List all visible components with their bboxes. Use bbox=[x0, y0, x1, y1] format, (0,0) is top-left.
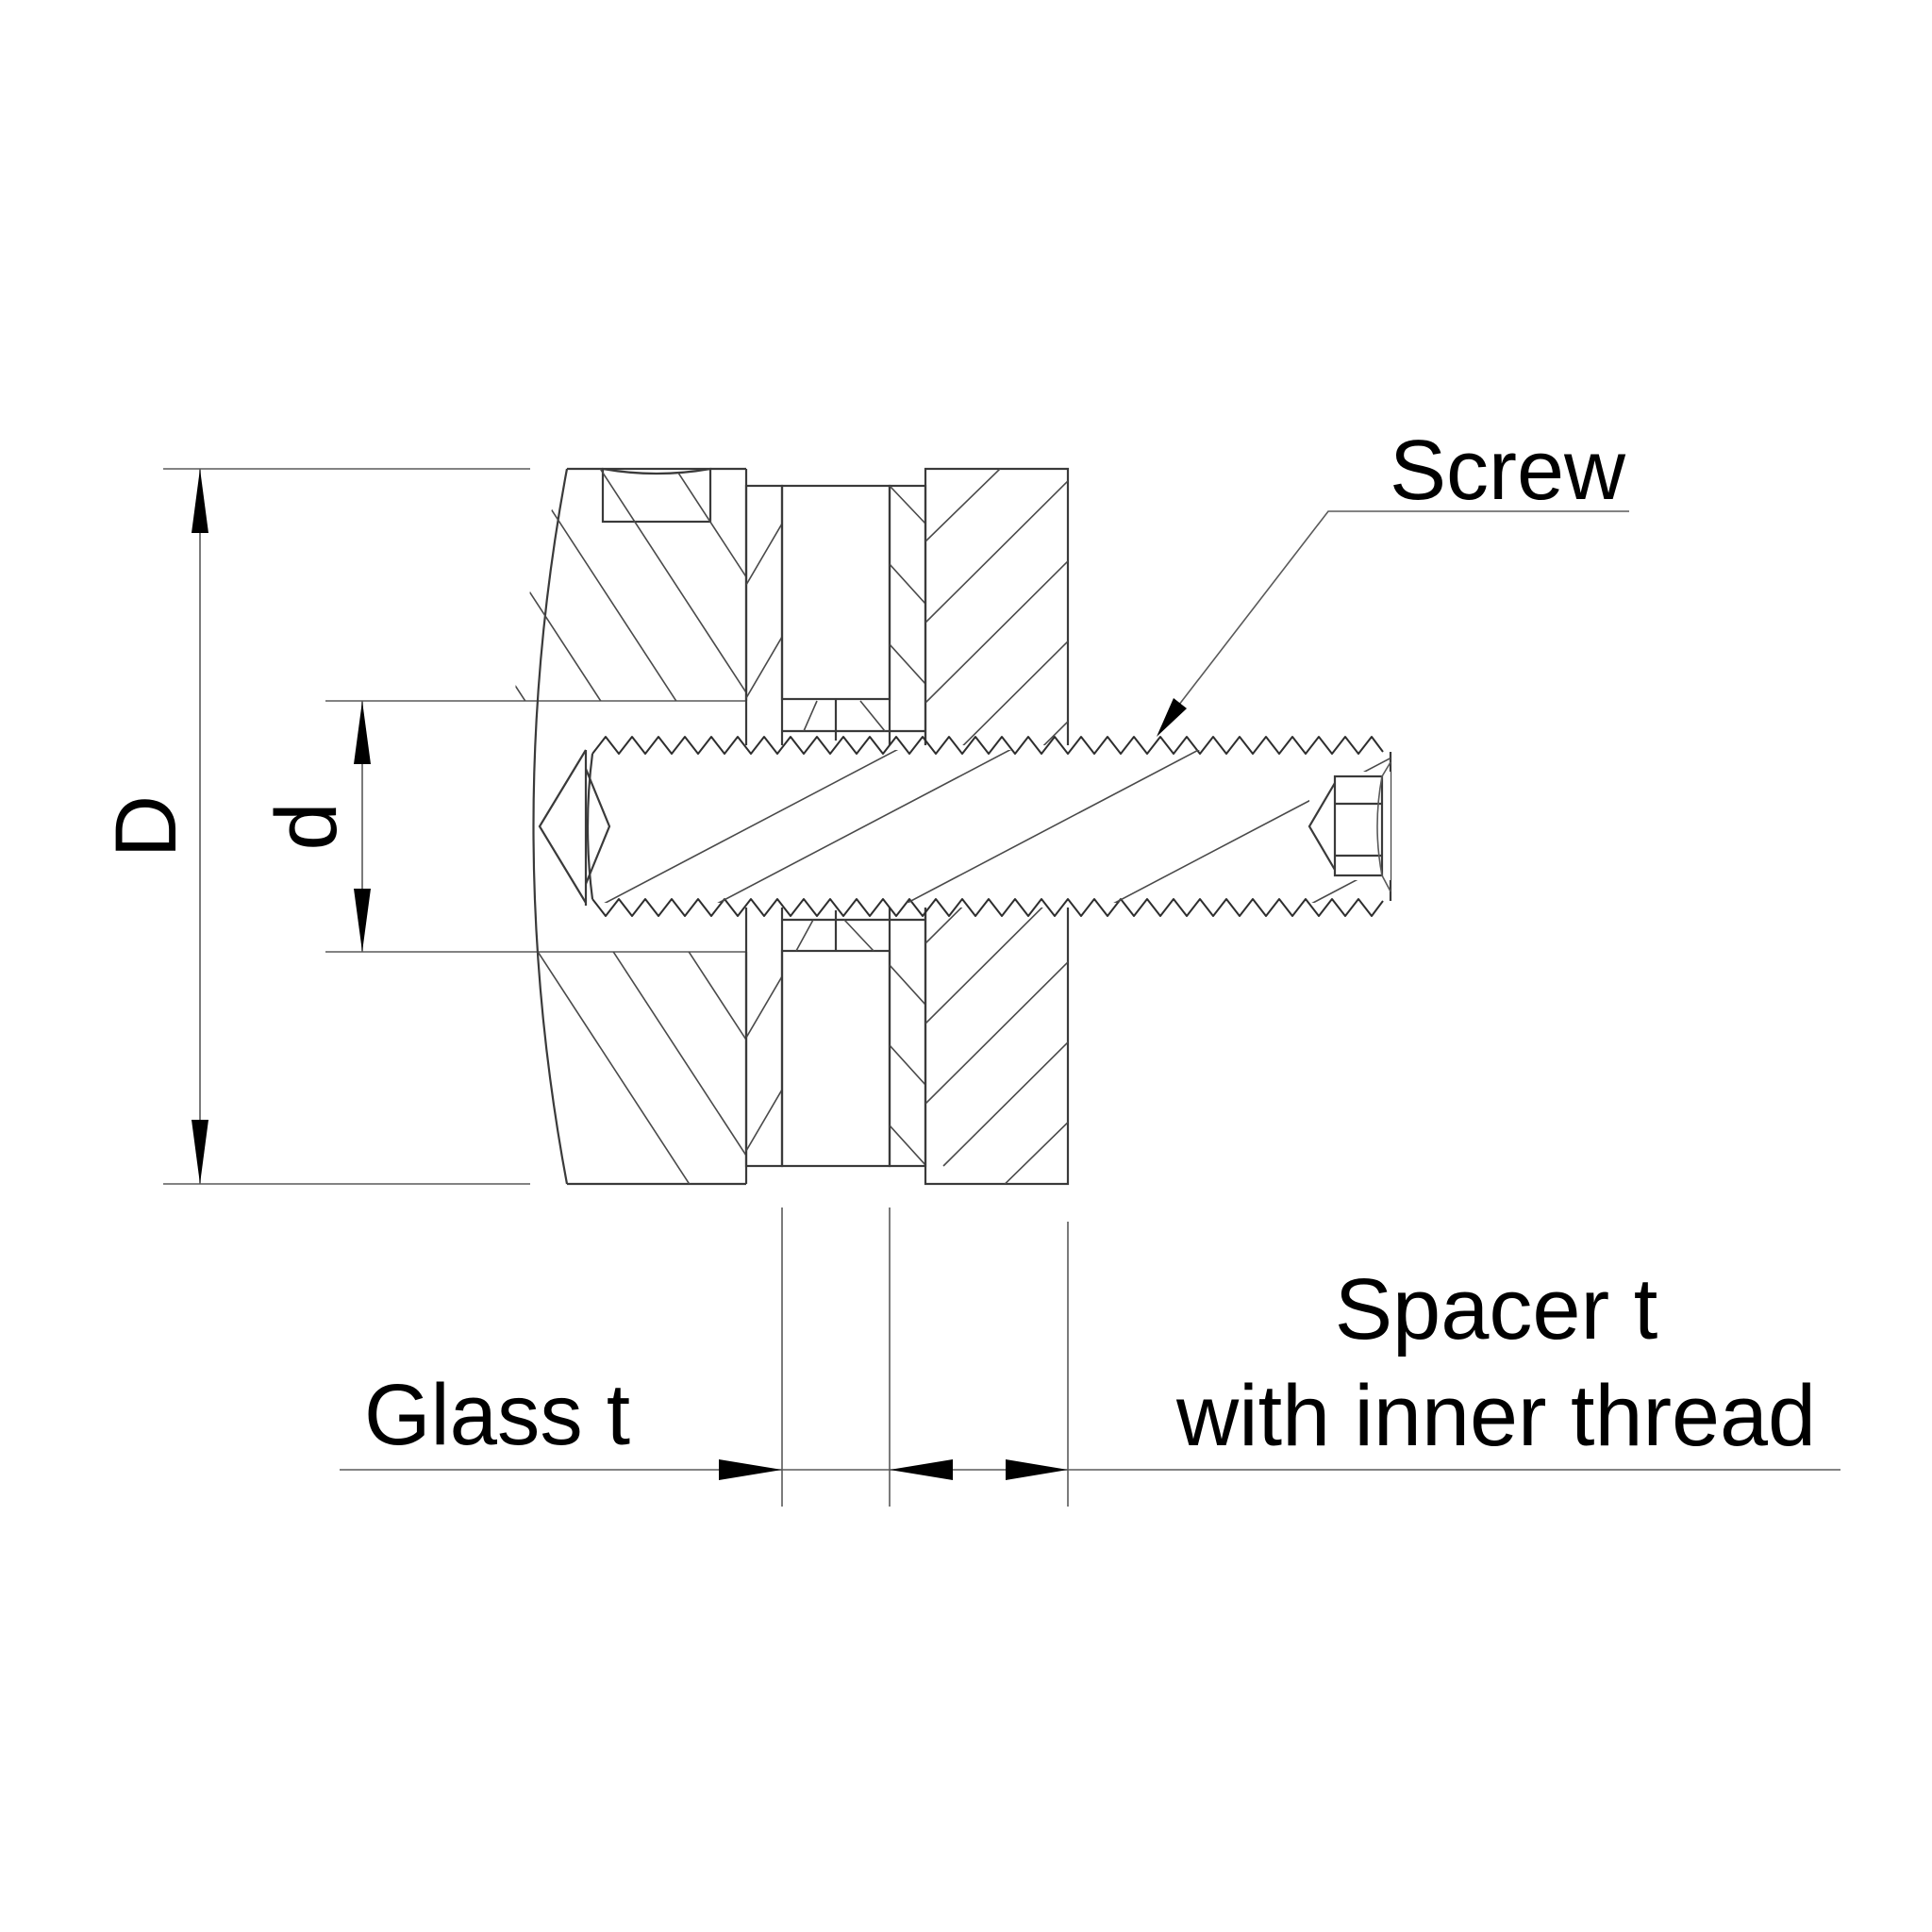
dimension-d: d bbox=[258, 700, 746, 953]
screw-end-left bbox=[586, 753, 594, 900]
leader-line bbox=[1165, 510, 1629, 723]
arrow-down-icon bbox=[354, 889, 371, 952]
label-glass-t: Glass t bbox=[364, 1367, 630, 1463]
cap-curved-face bbox=[532, 468, 569, 1185]
screw-fill bbox=[586, 745, 1391, 908]
glass-gap-bottom bbox=[780, 949, 891, 1168]
hex-socket-icon bbox=[1307, 761, 1391, 892]
sleeve bbox=[780, 484, 925, 1168]
cap-recess bbox=[601, 467, 712, 524]
screw bbox=[584, 736, 1392, 917]
dimension-thickness: Glass t Spacer t with inner thread bbox=[340, 1208, 1840, 1507]
screw-thread-top bbox=[591, 736, 1384, 755]
cap-top-recess-edge bbox=[602, 467, 711, 475]
label-spacer-t: Spacer t bbox=[1335, 1261, 1658, 1357]
label-D: D bbox=[98, 795, 194, 858]
arrow-right-icon bbox=[719, 1459, 782, 1480]
glass-gap-top bbox=[780, 484, 891, 701]
drill-point bbox=[538, 749, 587, 904]
label-spacer-inner-thread: with inner thread bbox=[1175, 1368, 1816, 1464]
dimension-D: D bbox=[98, 468, 530, 1185]
arrow-up-icon bbox=[354, 701, 371, 764]
arrow-right-icon bbox=[1006, 1459, 1068, 1480]
label-screw: Screw bbox=[1390, 424, 1626, 518]
leader-arrow-icon bbox=[1157, 698, 1187, 737]
arrow-up-icon bbox=[192, 469, 208, 533]
screw-chamfer bbox=[584, 768, 611, 885]
arrow-down-icon bbox=[192, 1120, 208, 1184]
callout-screw: Screw bbox=[1157, 424, 1629, 737]
arrow-left-icon bbox=[890, 1459, 953, 1480]
label-d: d bbox=[258, 802, 355, 850]
